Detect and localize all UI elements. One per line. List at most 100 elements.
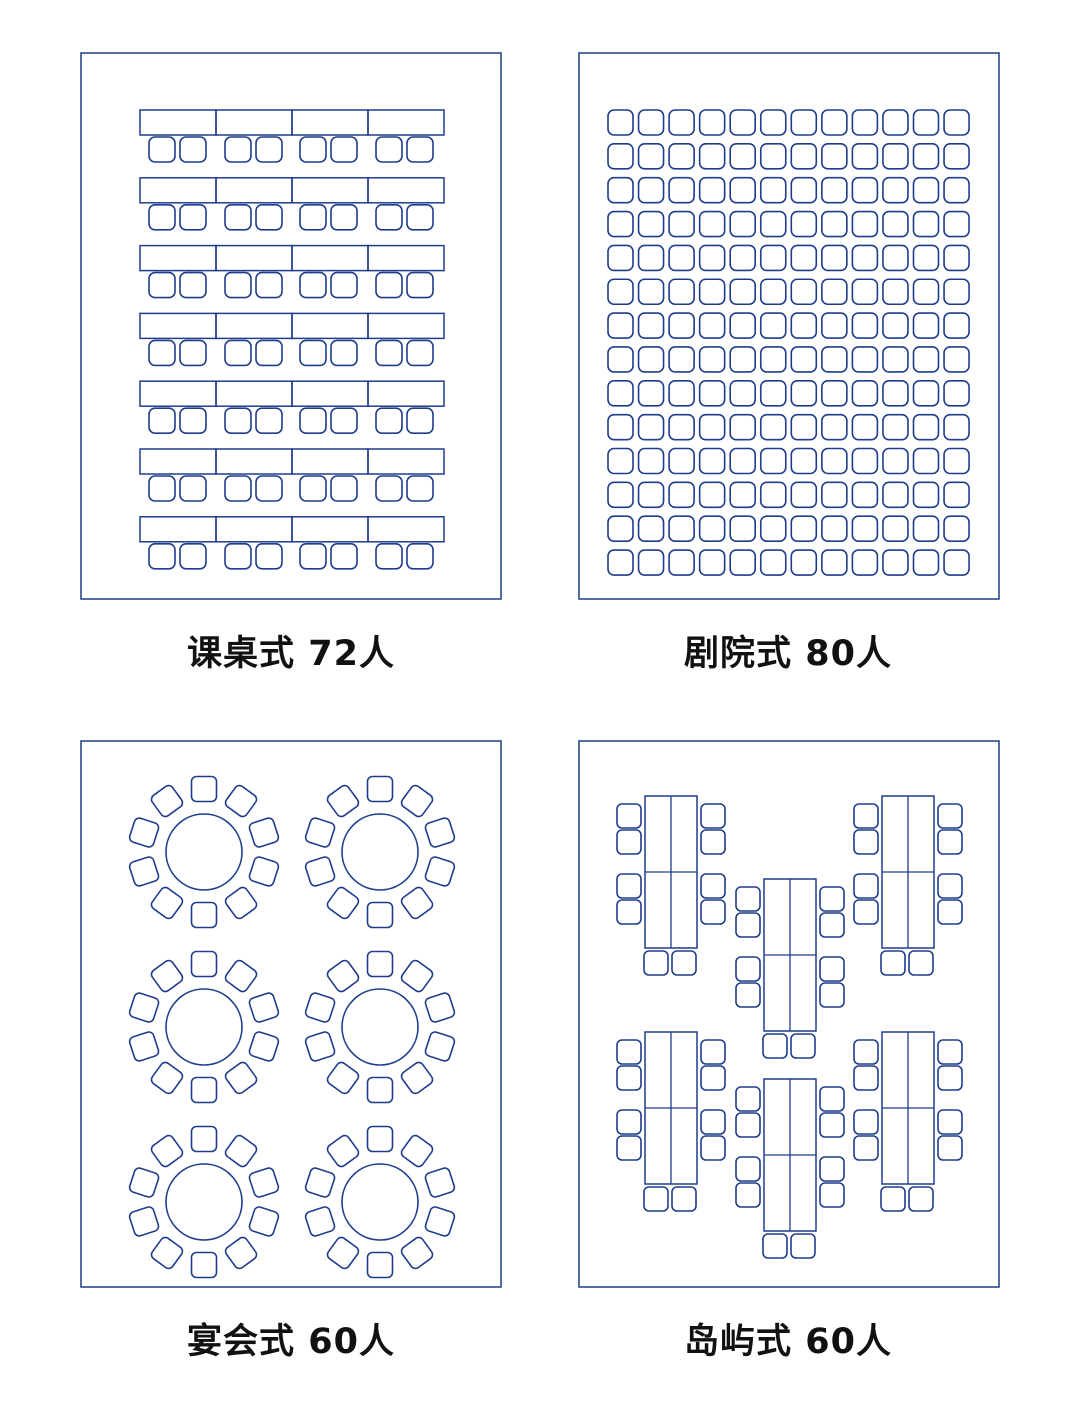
theater-seat [729,481,756,509]
island-chair [819,1086,845,1112]
banquet-chair [248,817,280,848]
banquet-layout-panel [80,740,502,1288]
classroom-layout-diagram [80,52,502,600]
theater-seat [759,413,787,441]
desk [367,177,445,204]
theater-seat [912,379,940,407]
banquet-chair [224,959,258,993]
banquet-chair [190,1125,218,1153]
theater-seat [943,413,970,441]
banquet-chair [248,992,280,1023]
island-chair [853,1109,879,1135]
island-chair [700,873,726,899]
chair [406,339,434,367]
theater-seat [943,447,970,475]
banquet-chair [366,1125,394,1153]
banquet-chair [424,817,456,848]
theater-seat [943,549,970,576]
theater-seat [821,176,848,204]
room-border [80,740,502,1288]
banquet-chair [304,856,336,887]
island-chair [735,912,761,938]
theater-seat [943,346,970,373]
theater-seat [637,481,665,509]
theater-seat [698,413,726,441]
theater-seat [851,176,879,204]
theater-seat [851,278,879,306]
theater-seat [912,278,940,306]
banquet-chair [366,1251,394,1279]
theater-seat [790,379,818,407]
island-chair [819,1182,845,1208]
theater-seat [637,278,665,306]
chair [255,475,283,502]
theater-seat [790,549,818,576]
chair [148,271,176,299]
theater-seat [668,379,695,407]
theater-layout-diagram [578,52,1000,600]
theater-seat [668,109,695,136]
island-chair [937,1109,963,1135]
classroom-layout-panel [80,52,502,600]
theater-seat [912,109,940,136]
island-chair [853,1039,879,1065]
island-chair [700,1065,726,1091]
theater-seat [821,278,848,306]
room-border [80,52,502,600]
banquet-chair [224,1134,258,1168]
island-chair [819,1112,845,1138]
theater-seat [607,312,634,339]
island-chair [937,1135,963,1161]
chair [299,136,327,163]
theater-seat [637,244,665,272]
theater-seat [790,278,818,306]
island-chair [616,1109,642,1135]
desk [367,244,445,272]
theater-seat [698,312,726,339]
chair [330,339,358,367]
desk [291,109,369,136]
island-chair [762,1033,788,1059]
chair [179,475,207,502]
theater-seat [637,413,665,441]
theater-seat [912,413,940,441]
chair [375,542,403,570]
desk [139,448,217,475]
desk [139,516,217,543]
theater-seat [882,447,909,475]
banquet-chair [224,784,258,818]
banquet-chair [366,1076,394,1104]
chair [255,136,283,163]
theater-seat [607,210,634,238]
theater-seat [759,549,787,576]
desk [291,244,369,272]
theater-seat [698,549,726,576]
desk [139,380,217,407]
theater-seat [759,481,787,509]
chair [330,136,358,163]
chair [299,542,327,570]
island-chair [735,956,761,982]
theater-seat [698,143,726,170]
banquet-chair [424,1031,456,1062]
theater-seat [607,413,634,441]
banquet-chair [128,1031,160,1062]
theater-seat [668,210,695,238]
chair [224,136,252,163]
banquet-layout-caption: 宴会式 60人 [187,1322,395,1362]
island-chair [735,1112,761,1138]
round-table [341,1163,419,1241]
desk [367,109,445,136]
theater-seat [851,549,879,576]
island-chair [937,1039,963,1065]
island-chair [819,886,845,912]
chair [148,204,176,231]
theater-seat [637,549,665,576]
theater-seat [943,176,970,204]
chair [330,542,358,570]
theater-seat [729,346,756,373]
island-chair [700,1109,726,1135]
theater-seat [759,379,787,407]
desk [139,244,217,272]
desk [367,448,445,475]
